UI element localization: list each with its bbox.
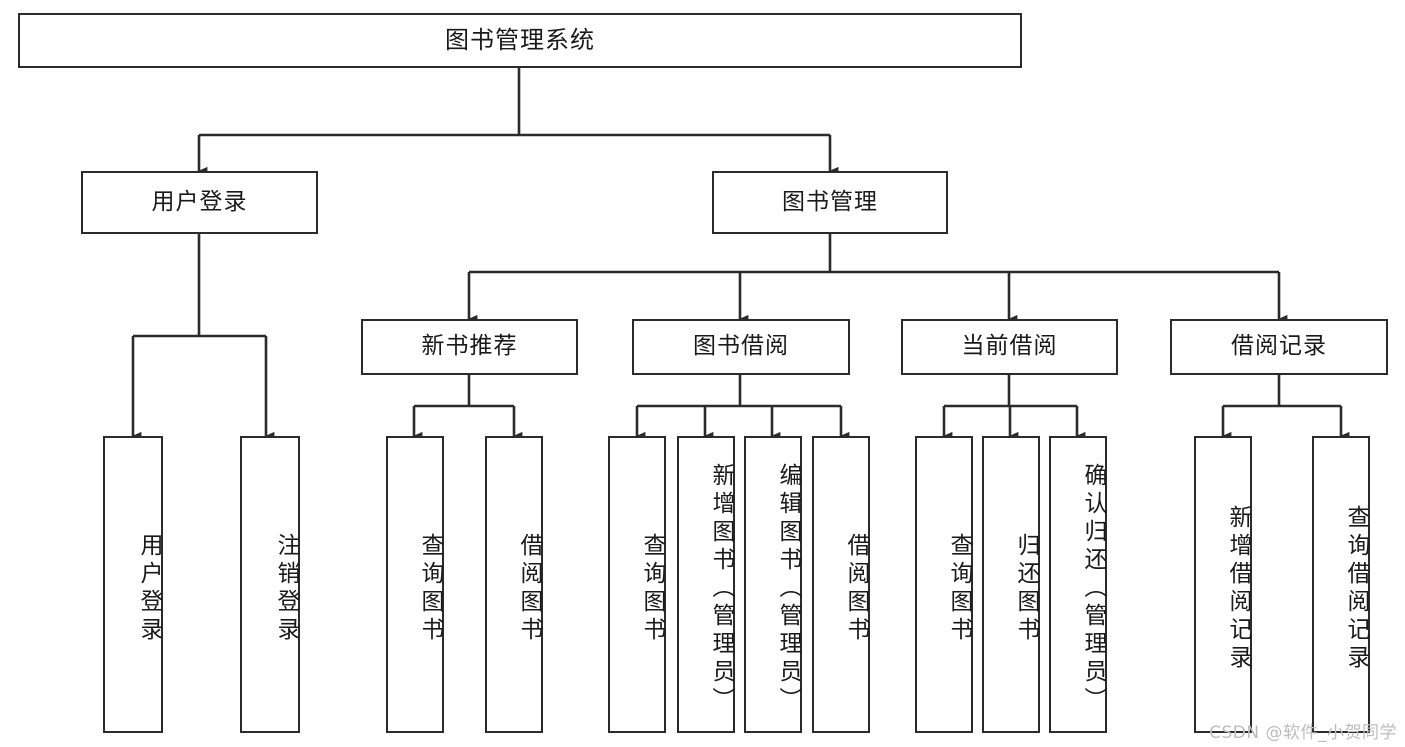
node-label: 查询借阅记录 — [1343, 504, 1369, 673]
leaf-borrow-book-1[interactable]: 借阅图书 — [485, 436, 543, 733]
node-label: 新书推荐 — [421, 333, 518, 360]
node-label: 用户登录 — [151, 188, 248, 215]
node-label: 归还图书 — [1013, 532, 1039, 645]
leaf-confirm-return[interactable]: 确认归还（管理员） — [1049, 436, 1107, 733]
leaf-borrow-book-2[interactable]: 借阅图书 — [812, 436, 870, 733]
watermark: CSDN @软件_小贺同学 — [1209, 723, 1397, 743]
node-label: 借阅图书 — [843, 532, 869, 645]
node-label: 新增借阅记录 — [1225, 504, 1251, 673]
leaf-logout[interactable]: 注销登录 — [240, 436, 300, 733]
node-book-management[interactable]: 图书管理 — [712, 171, 948, 234]
leaf-query-book-1[interactable]: 查询图书 — [386, 436, 444, 733]
node-label: 查询图书 — [417, 532, 443, 645]
node-new-book-recommend[interactable]: 新书推荐 — [361, 319, 578, 375]
node-label: 图书借阅 — [693, 333, 789, 360]
node-book-borrow[interactable]: 图书借阅 — [632, 319, 850, 375]
node-label: 借阅图书 — [516, 532, 542, 645]
node-label: 新增图书（管理员） — [708, 462, 734, 715]
leaf-query-book-3[interactable]: 查询图书 — [915, 436, 973, 733]
leaf-user-login[interactable]: 用户登录 — [103, 436, 163, 733]
node-root-book-management-system[interactable]: 图书管理系统 — [18, 13, 1022, 68]
node-label: 用户登录 — [136, 532, 162, 645]
node-label: 查询图书 — [946, 532, 972, 645]
leaf-query-record[interactable]: 查询借阅记录 — [1312, 436, 1370, 733]
node-label: 注销登录 — [273, 532, 299, 645]
node-label: 当前借阅 — [961, 333, 1058, 360]
node-label: 图书管理系统 — [445, 26, 595, 55]
node-user-login[interactable]: 用户登录 — [81, 171, 318, 234]
node-borrow-record[interactable]: 借阅记录 — [1170, 319, 1388, 375]
leaf-edit-book[interactable]: 编辑图书（管理员） — [744, 436, 802, 733]
node-current-borrow[interactable]: 当前借阅 — [901, 319, 1118, 375]
node-label: 图书管理 — [782, 188, 878, 215]
node-label: 查询图书 — [639, 532, 665, 645]
leaf-query-book-2[interactable]: 查询图书 — [608, 436, 666, 733]
leaf-add-record[interactable]: 新增借阅记录 — [1194, 436, 1252, 733]
node-label: 借阅记录 — [1231, 333, 1327, 360]
node-label: 确认归还（管理员） — [1080, 462, 1106, 715]
leaf-add-book[interactable]: 新增图书（管理员） — [677, 436, 735, 733]
node-label: 编辑图书（管理员） — [775, 462, 801, 715]
leaf-return-book[interactable]: 归还图书 — [982, 436, 1040, 733]
